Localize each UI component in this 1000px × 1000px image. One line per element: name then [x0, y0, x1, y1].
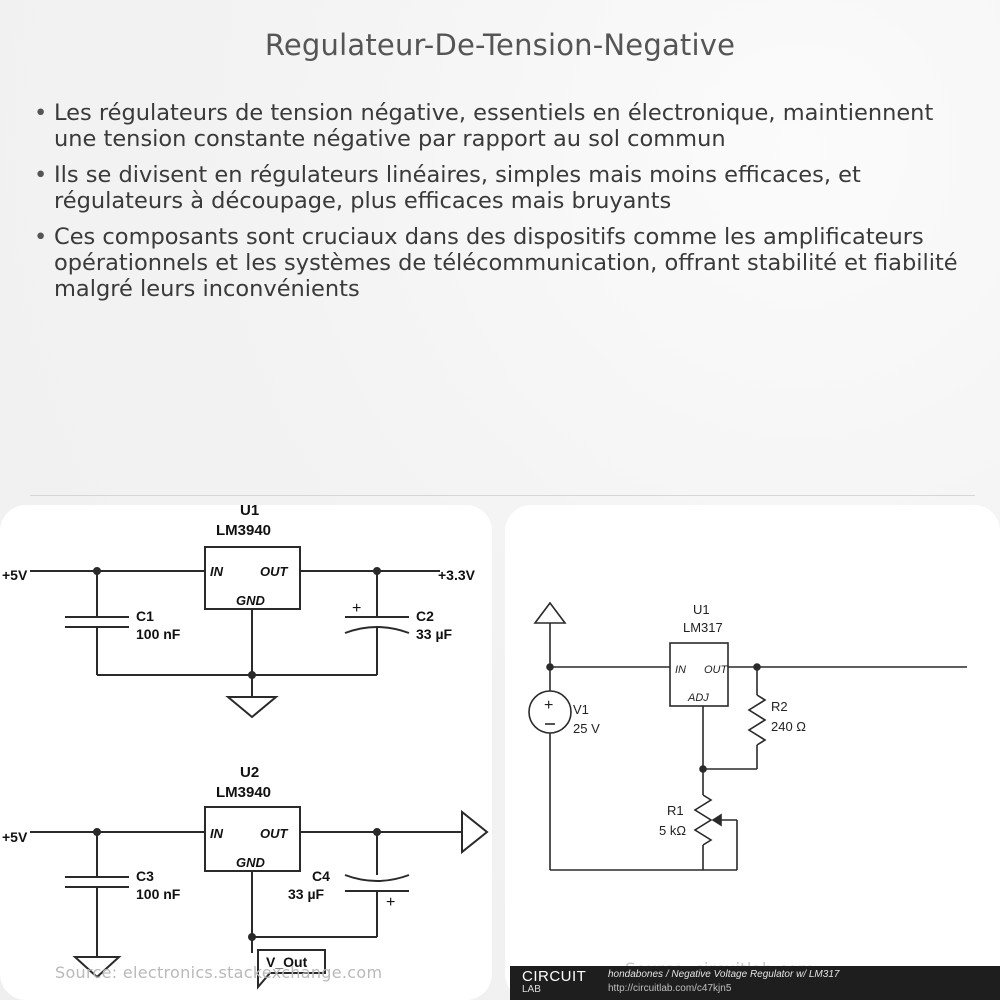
r1-wiper-arrow	[711, 813, 722, 827]
u1-in-pin: IN	[675, 664, 686, 676]
r1-value-label: 5 kΩ	[659, 823, 686, 838]
c4-curved-plate	[344, 874, 410, 882]
page-title: Regulateur-De-Tension-Negative	[264, 28, 736, 62]
input-5v-label: +5V	[2, 567, 28, 583]
lm3940-schematic: U1 LM3940 IN OUT GND +5V +3.3V C1 100 nF…	[2, 505, 489, 990]
c1-value-label: 100 nF	[136, 626, 181, 642]
input2-5v-label: +5V	[2, 829, 28, 845]
ground-symbol	[72, 956, 122, 979]
supply-triangle	[533, 601, 567, 624]
junction-dot	[546, 663, 554, 671]
r1-ref-label: R1	[667, 803, 684, 818]
u1-in-pin: IN	[210, 564, 224, 579]
v1-ref-label: V1	[573, 702, 589, 717]
u1-ref-label: U1	[693, 602, 710, 617]
r2-ref-label: R2	[771, 699, 788, 714]
c3-ref-label: C3	[136, 868, 154, 884]
u1-part-label: LM317	[683, 620, 723, 635]
footer-author-title: hondabones / Negative Voltage Regulator …	[608, 969, 840, 980]
c4-ref-label: C4	[312, 868, 330, 884]
junction-dot	[699, 765, 707, 773]
bullet-item: Ces composants sont cruciaux dans des di…	[32, 224, 972, 302]
c3-value-label: 100 nF	[136, 886, 181, 902]
c1-ref-label: C1	[136, 608, 154, 624]
output-arrow	[461, 809, 489, 855]
left-schematic-panel: U1 LM3940 IN OUT GND +5V +3.3V C1 100 nF…	[0, 505, 492, 1000]
c4-polarity: +	[386, 894, 395, 911]
v1-plus: +	[544, 697, 553, 714]
r2-value-label: 240 Ω	[771, 719, 806, 734]
u2-ref-label: U2	[240, 764, 259, 781]
u2-in-pin: IN	[210, 826, 224, 841]
c2-value-label: 33 µF	[416, 626, 453, 642]
lm317-schematic: + V1 25 V U1 LM317 IN OUT ADJ R2 240 Ω R…	[528, 601, 967, 871]
u1-gnd-pin: GND	[236, 593, 266, 608]
v1-value-label: 25 V	[573, 721, 600, 736]
circuitlab-logo-sub: LAB	[522, 984, 541, 995]
c4-value-label: 33 µF	[288, 886, 325, 902]
bullet-list: Les régulateurs de tension négative, ess…	[32, 100, 972, 312]
u2-out-pin: OUT	[260, 826, 289, 841]
circuitlab-logo: CIRCUIT	[522, 968, 587, 985]
junction-dot	[248, 671, 256, 679]
u1-part-label: LM3940	[216, 522, 271, 539]
vout-flag	[257, 949, 326, 990]
circuitlab-footer: CIRCUIT LAB hondabones / Negative Voltag…	[510, 966, 1000, 1000]
divider-line	[30, 495, 975, 496]
u1-regulator-box	[669, 642, 729, 707]
r1-potentiometer	[693, 794, 713, 846]
c2-ref-label: C2	[416, 608, 434, 624]
r2-resistor	[747, 694, 767, 746]
bullet-item: Les régulateurs de tension négative, ess…	[32, 100, 972, 152]
c2-polarity: +	[352, 600, 361, 617]
output-3v3-label: +3.3V	[438, 567, 476, 583]
ground-symbol	[225, 696, 279, 719]
u1-ref-label: U1	[240, 505, 259, 519]
u1-adj-pin: ADJ	[687, 692, 709, 704]
right-schematic-panel: + V1 25 V U1 LM317 IN OUT ADJ R2 240 Ω R…	[505, 505, 1000, 1000]
u1-out-pin: OUT	[260, 564, 289, 579]
footer-url: http://circuitlab.com/c47kjn5	[608, 983, 732, 994]
bullet-item: Ils se divisent en régulateurs linéaires…	[32, 162, 972, 214]
vout-label: V_Out	[266, 954, 308, 970]
source-caption: Source: electronics.stackexchange.com	[55, 963, 383, 982]
u1-out-pin: OUT	[704, 664, 729, 676]
u2-gnd-pin: GND	[236, 855, 266, 870]
u2-part-label: LM3940	[216, 784, 271, 801]
